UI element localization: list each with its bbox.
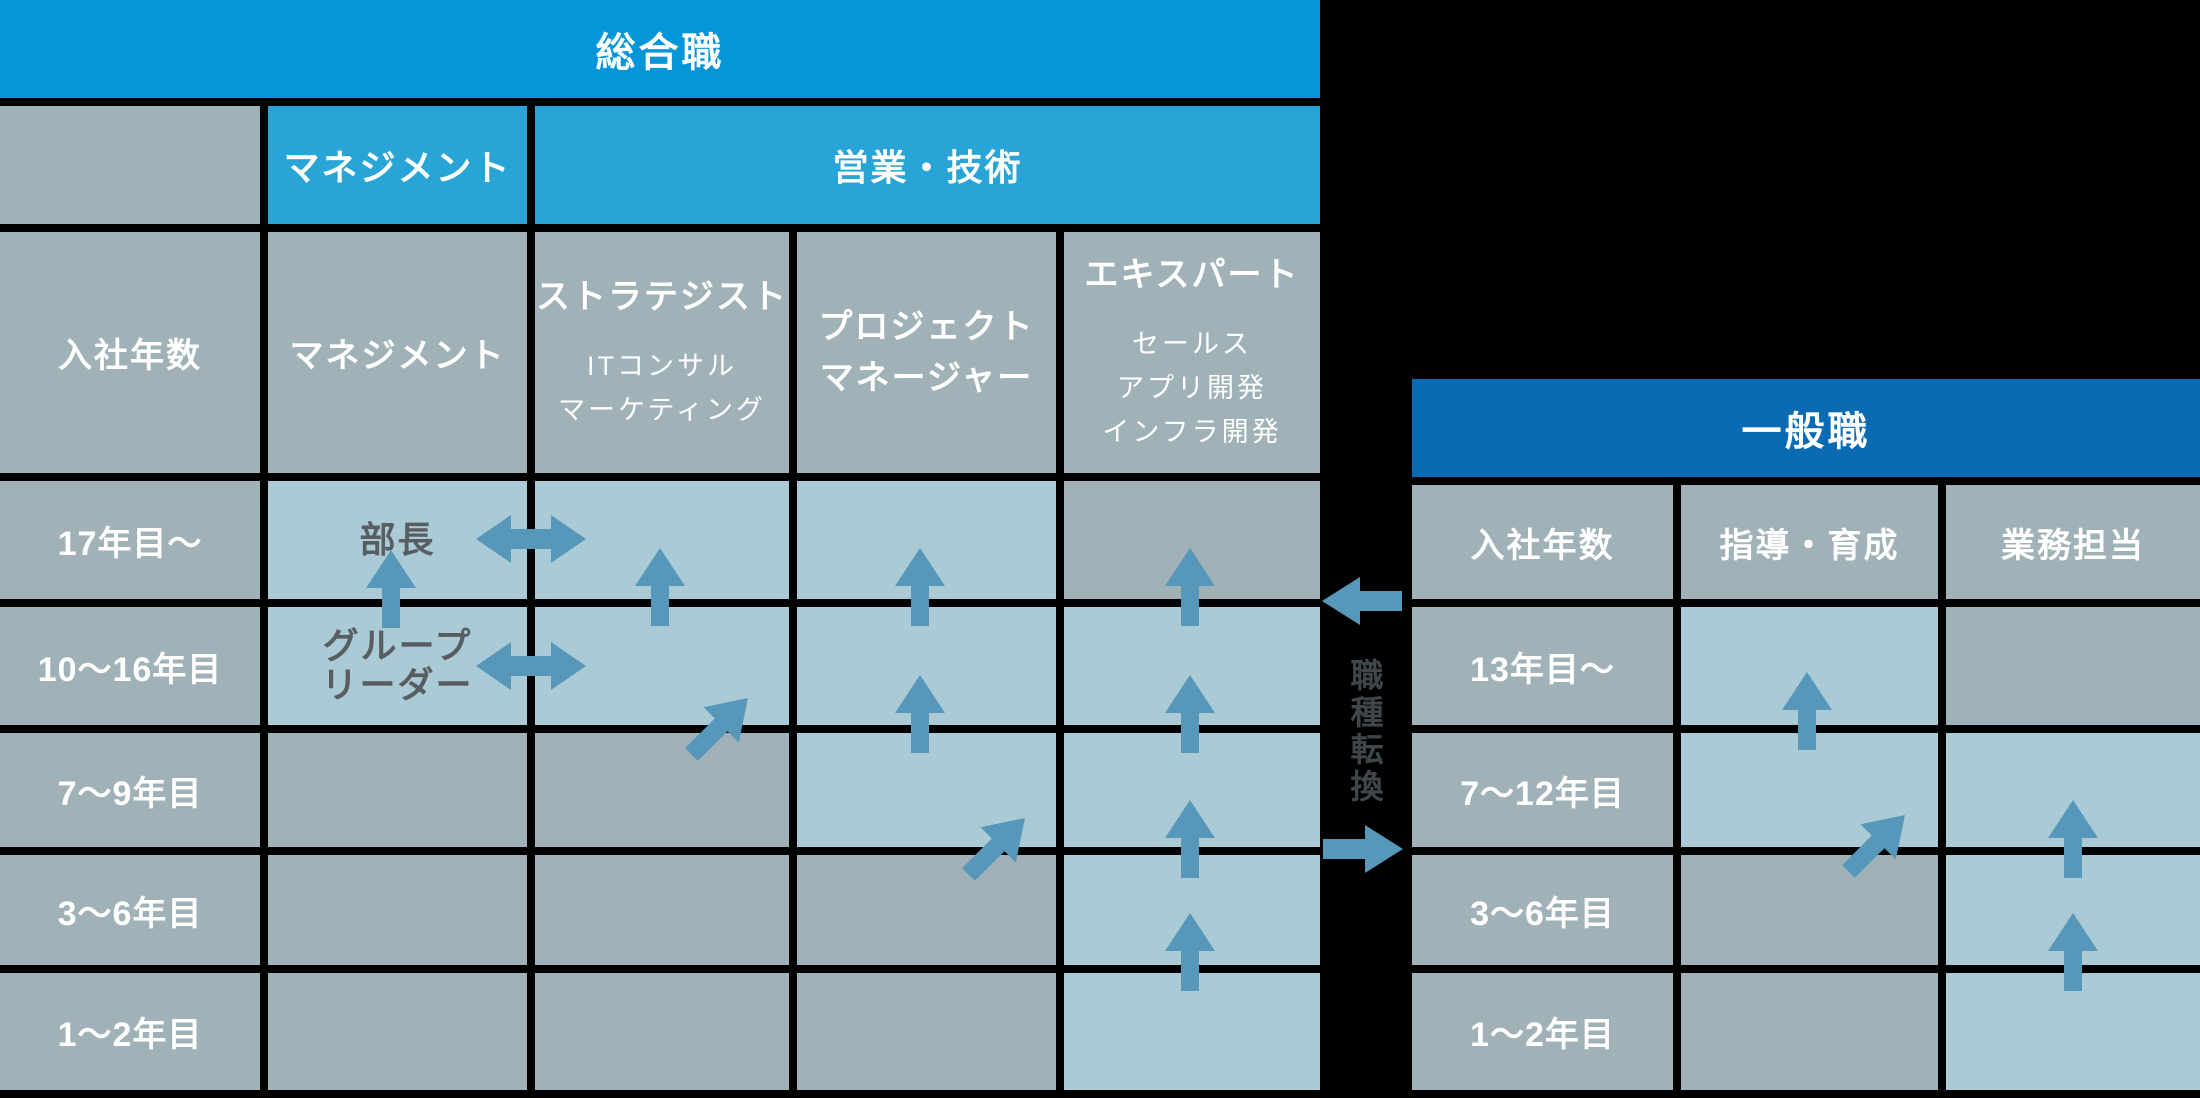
ippan-row-label-3-6y: 3〜6年目 [1412, 855, 1673, 965]
ippan-col-header-mentoring: 指導・育成 [1681, 485, 1938, 599]
ippan-track-table: 一般職 入社年数 指導・育成 業務担当 13年目〜 7〜12年目 3〜6年目 [1412, 379, 2200, 1098]
cell-pm-1-2y [797, 973, 1056, 1090]
cell-strategist-7-9y [535, 733, 789, 847]
sogo-col-header-expert: エキスパート セールス アプリ開発 インフラ開発 [1064, 232, 1320, 473]
sogo-track-table: 総合職 マネジメント 営業・技術 入社年数 マネジメント ストラテジスト ITコ… [0, 0, 1320, 1090]
sogo-row-label-7-9y: 7〜9年目 [0, 733, 260, 847]
ippan-table-title: 一般職 [1741, 410, 1871, 454]
group-header-sales-tech: 営業・技術 [535, 106, 1320, 224]
cell-management-3-6y [268, 855, 527, 965]
sogo-col-header-years: 入社年数 [0, 232, 260, 473]
cell-expert-7-9y [1064, 733, 1320, 847]
cell-pm-7-9y [797, 733, 1056, 847]
ippan-table-header: 一般職 [1412, 379, 2200, 477]
cell-strategist-17y [535, 481, 789, 599]
ippan-row-label-7-12y: 7〜12年目 [1412, 733, 1673, 847]
sogo-table-title: 総合職 [595, 31, 725, 75]
cell-expert-17y [1064, 481, 1320, 599]
cell-mentoring-13y [1681, 607, 1938, 725]
cell-expert-10-16y [1064, 607, 1320, 725]
cell-mentoring-3-6y [1681, 855, 1938, 965]
sogo-row-label-3-6y: 3〜6年目 [0, 855, 260, 965]
sogo-table-header: 総合職 [0, 0, 1320, 98]
ippan-col-header-years: 入社年数 [1412, 485, 1673, 599]
sogo-col-header-management: マネジメント [268, 232, 527, 473]
sogo-col-header-strategist: ストラテジスト ITコンサル マーケティング [535, 232, 789, 473]
cell-mentoring-1-2y [1681, 973, 1938, 1090]
cell-expert-1-2y [1064, 973, 1320, 1090]
cell-strategist-10-16y [535, 607, 789, 725]
cell-pm-17y [797, 481, 1056, 599]
cell-operations-3-6y [1946, 855, 2200, 965]
cell-pm-10-16y [797, 607, 1056, 725]
group-header-management: マネジメント [268, 106, 527, 224]
ippan-col-header-operations: 業務担当 [1946, 485, 2200, 599]
sogo-row-label-17y: 17年目〜 [0, 481, 260, 599]
cell-management-1-2y [268, 973, 527, 1090]
arrow-transfer-to-ippan [1323, 825, 1403, 873]
sogo-group-header-spacer [0, 106, 260, 224]
cell-expert-3-6y [1064, 855, 1320, 965]
cell-mentoring-7-12y [1681, 733, 1938, 847]
ippan-row-label-13y: 13年目〜 [1412, 607, 1673, 725]
cell-management-7-9y [268, 733, 527, 847]
cell-operations-1-2y [1946, 973, 2200, 1090]
cell-operations-13y [1946, 607, 2200, 725]
arrow-transfer-to-sogo [1322, 577, 1402, 625]
cell-strategist-1-2y [535, 973, 789, 1090]
cell-pm-3-6y [797, 855, 1056, 965]
cell-management-10-16y-group-leader: グループ リーダー [268, 607, 527, 725]
cell-strategist-3-6y [535, 855, 789, 965]
cell-operations-7-12y [1946, 733, 2200, 847]
job-transfer-label: 職種転換 [1346, 658, 1383, 806]
sogo-col-header-project-manager: プロジェクト マネージャー [797, 232, 1056, 473]
sogo-row-label-1-2y: 1〜2年目 [0, 973, 260, 1090]
sogo-row-label-10-16y: 10〜16年目 [0, 607, 260, 725]
ippan-row-label-1-2y: 1〜2年目 [1412, 973, 1673, 1090]
cell-management-17y-bucho: 部長 [268, 481, 527, 599]
